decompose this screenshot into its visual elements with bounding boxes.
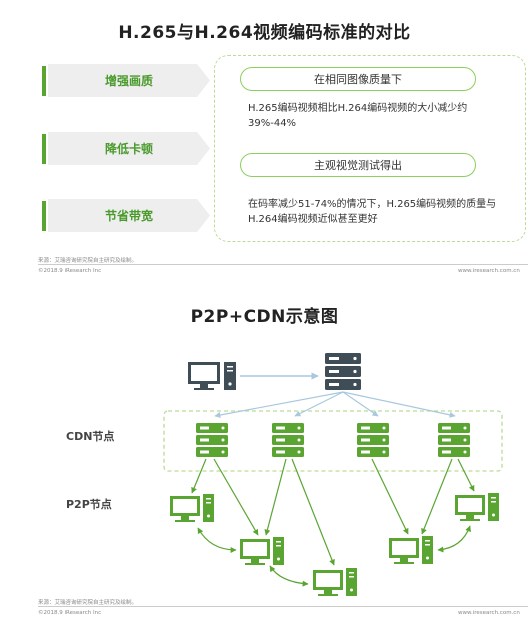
pill-subjective-test: 主观视觉测试得出 (240, 153, 476, 177)
computer-icon (455, 493, 499, 521)
computer-icon (313, 568, 357, 596)
para-size-reduction: H.265编码视频相比H.264编码视频的大小减少约39%-44% (248, 103, 468, 129)
p2p-node-label: P2P节点 (66, 498, 112, 511)
source-note: 来源：艾瑞咨询研究院自主研究及绘制。 (38, 600, 138, 606)
copyright: ©2018.9 iResearch Inc (38, 268, 102, 274)
website: www.iresearch.com.cn (458, 268, 520, 274)
delivery-arrow (291, 458, 335, 566)
server-icon (325, 353, 361, 390)
computer-icon (240, 537, 284, 565)
delivery-arrow (457, 458, 475, 492)
peer-link (197, 527, 237, 553)
website: www.iresearch.com.cn (458, 610, 520, 616)
computer-icon (188, 362, 236, 390)
server-icon (357, 423, 389, 457)
cdn-frame (163, 410, 503, 472)
server-icon (438, 423, 470, 457)
delivery-arrow (421, 458, 453, 535)
label-marker (42, 66, 46, 96)
distribution-arrow (342, 391, 379, 417)
label-reduce-lag: 降低卡顿 (48, 132, 210, 165)
distribution-arrow (294, 391, 344, 417)
label-marker (42, 201, 46, 231)
delivery-arrow (191, 458, 207, 494)
divider (38, 264, 528, 265)
computer-icon (389, 536, 433, 564)
peer-link (437, 525, 471, 553)
diagram-title: P2P+CDN示意图 (190, 307, 339, 327)
distribution-arrow (342, 391, 456, 418)
delivery-arrow (213, 458, 259, 536)
delivery-arrow (371, 458, 409, 535)
para-bitrate-reduction: 在码率减少51-74%的情况下，H.265编码视频的质量与H.264编码视频近似… (248, 199, 497, 225)
delivery-arrow (264, 458, 287, 536)
distribution-arrow (214, 391, 344, 418)
comparison-box (214, 55, 526, 242)
cdn-node-label: CDN节点 (66, 430, 115, 443)
comparison-title: H.265与H.264视频编码标准的对比 (118, 23, 411, 43)
computer-icon (170, 494, 214, 522)
source-note: 来源：艾瑞咨询研究院自主研究及绘制。 (38, 258, 138, 264)
server-icon (272, 423, 304, 457)
label-marker (42, 134, 46, 164)
peer-link (269, 565, 309, 587)
pill-same-quality: 在相同图像质量下 (240, 67, 476, 91)
label-save-bandwidth: 节省带宽 (48, 199, 210, 232)
copyright: ©2018.9 iResearch Inc (38, 610, 102, 616)
label-enhance-quality: 增强画质 (48, 64, 210, 97)
divider (38, 606, 528, 607)
server-icon (196, 423, 228, 457)
